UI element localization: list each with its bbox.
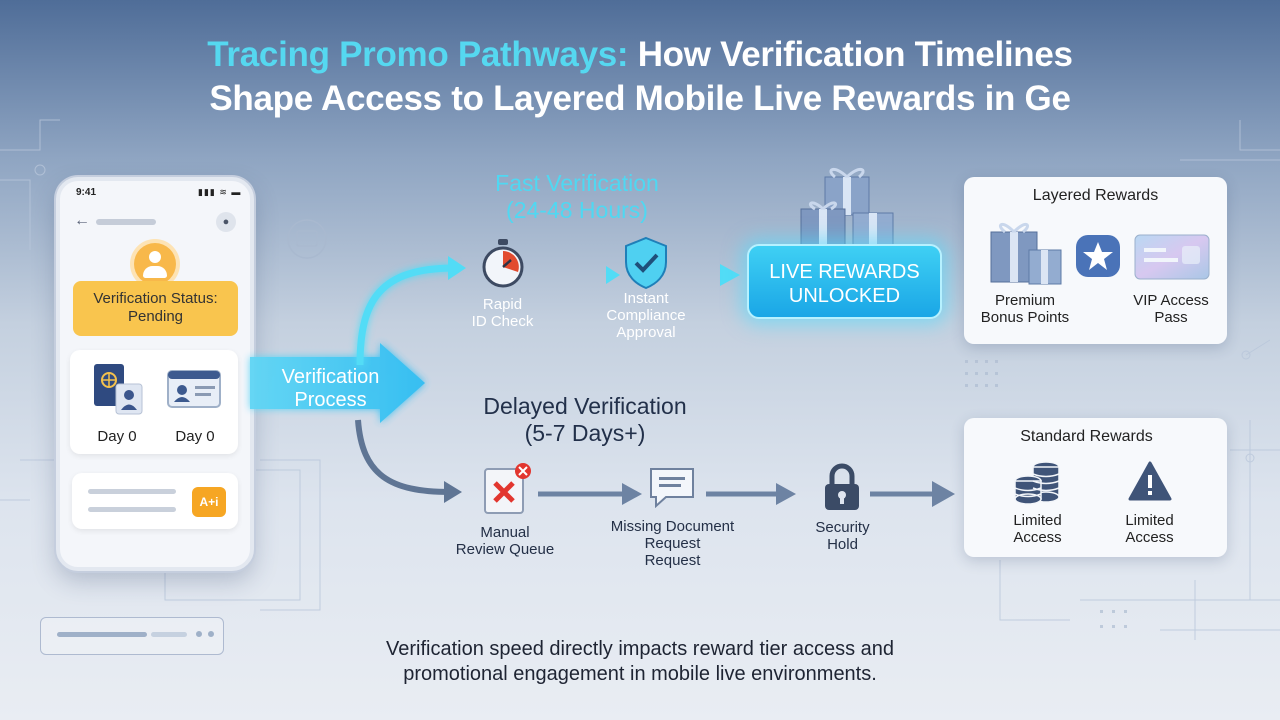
decorative-circle-icon xyxy=(287,219,327,259)
fast-step-label: Instant Compliance Approval xyxy=(606,290,686,341)
verification-status-badge: Verification Status: Pending xyxy=(73,281,238,336)
document-day-label: Day 0 xyxy=(97,428,137,445)
rejected-document-icon xyxy=(484,463,531,514)
warning-icon xyxy=(1128,461,1172,501)
verification-process-label: Verification Process xyxy=(281,366,380,411)
vip-card-icon xyxy=(1134,234,1210,280)
avatar xyxy=(134,243,176,285)
layered-reward-label: Premium Bonus Points xyxy=(980,292,1070,326)
delayed-step-label: Security Hold xyxy=(815,519,870,553)
fast-connector-arrowhead xyxy=(720,264,740,286)
delayed-step-label: Manual Review Queue xyxy=(455,524,555,558)
title-line2: Shape Access to Layered Mobile Live Rewa… xyxy=(209,79,1071,118)
fast-step-label: Rapid ID Check xyxy=(471,296,534,330)
shield-check-icon xyxy=(625,236,667,290)
title-highlight: Tracing Promo Pathways: xyxy=(207,35,629,74)
fast-path-title-text: Fast Verification xyxy=(495,170,659,196)
verification-status-text: Verification Status: Pending xyxy=(93,290,218,325)
star-badge-icon xyxy=(1076,235,1120,277)
fast-path-arrowhead xyxy=(448,256,466,280)
delayed-path-subtitle: (5-7 Days+) xyxy=(524,420,646,446)
coin-stack-icon xyxy=(1014,461,1060,505)
standard-reward-label: Limited Access xyxy=(1125,512,1174,546)
verification-process-arrow xyxy=(250,343,425,423)
document-day-label: Day 0 xyxy=(175,428,215,445)
fast-path-subtitle: (24-48 Hours) xyxy=(506,197,648,223)
lock-icon xyxy=(825,463,859,510)
header-placeholder xyxy=(96,219,156,225)
fast-path-curve xyxy=(356,264,456,366)
input-placeholder-line xyxy=(88,507,176,512)
layered-rewards-title: Layered Rewards xyxy=(1032,187,1159,204)
passport-icon xyxy=(94,364,143,415)
delayed-connector-arrowhead xyxy=(932,481,955,507)
delayed-path-arrowhead xyxy=(444,481,462,503)
profile-icon[interactable]: ● xyxy=(216,212,236,232)
standard-rewards-panel xyxy=(964,418,1227,557)
gift-box-icon xyxy=(990,223,1062,285)
background-window-bar xyxy=(40,617,224,655)
layered-reward-label: VIP Access Pass xyxy=(1133,292,1209,326)
fast-path-title: Fast Verification (24-48 Hours) xyxy=(452,170,702,224)
title-line1-rest: How Verification Timelines xyxy=(628,35,1073,74)
back-arrow-icon[interactable]: ← xyxy=(74,212,90,229)
standard-reward-label: Limited Access xyxy=(1013,512,1062,546)
stopwatch-icon xyxy=(482,239,524,288)
ai-assist-button[interactable]: A+i xyxy=(192,487,226,517)
delayed-connector-arrowhead xyxy=(776,483,796,505)
footer-caption: Verification speed directly impacts rewa… xyxy=(385,638,894,685)
delayed-path-curve xyxy=(355,419,451,495)
input-placeholder-line xyxy=(88,489,176,494)
id-card-icon xyxy=(167,370,221,408)
live-rewards-unlocked-badge[interactable]: LIVE REWARDS UNLOCKED xyxy=(747,244,942,319)
status-time: 9:41 xyxy=(76,187,97,198)
page-title: Tracing Promo Pathways: How Verification… xyxy=(0,33,1280,121)
live-rewards-text: LIVE REWARDS UNLOCKED xyxy=(769,261,920,307)
delayed-step-label: Missing Document Request Request xyxy=(610,518,735,569)
standard-rewards-title: Standard Rewards xyxy=(1020,428,1153,445)
delayed-connector-arrowhead xyxy=(622,483,642,505)
delayed-path-title: Delayed Verification (5-7 Days+) xyxy=(440,393,730,447)
status-icons: ▮▮▮ ≋ ▬ xyxy=(198,187,242,197)
delayed-path-title-text: Delayed Verification xyxy=(483,393,687,419)
message-icon xyxy=(650,468,694,508)
fast-connector-arrowhead xyxy=(606,266,620,284)
